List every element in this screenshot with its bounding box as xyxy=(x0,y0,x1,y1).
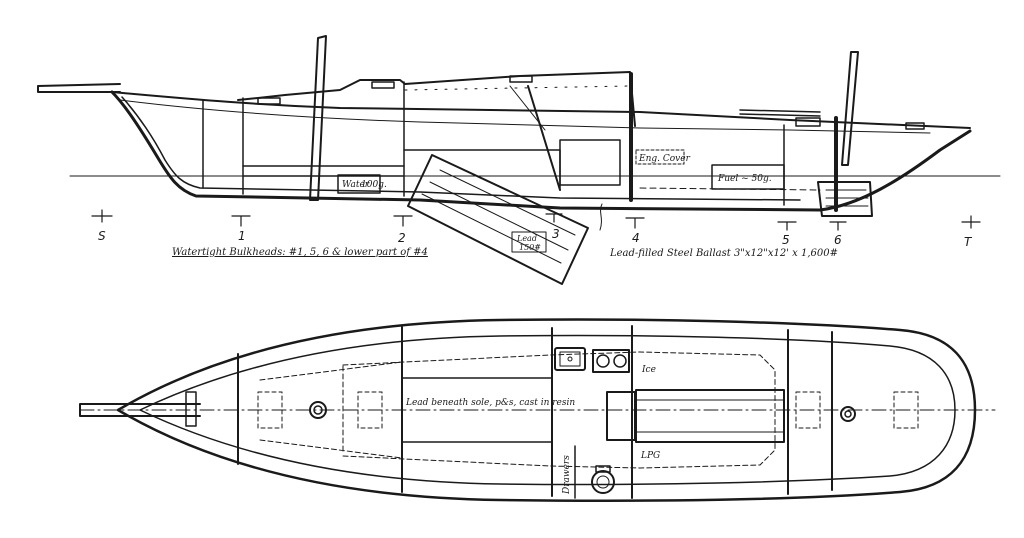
station-labels: S 1 2 3 4 5 6 T xyxy=(98,227,973,249)
boomkin xyxy=(37,83,121,93)
sheer-line xyxy=(111,91,971,129)
svg-text:3: 3 xyxy=(552,227,560,241)
svg-text:5: 5 xyxy=(782,233,790,247)
svg-text:150#: 150# xyxy=(519,243,541,252)
toilet xyxy=(591,465,615,494)
station-markers xyxy=(91,209,981,231)
bulkhead-note: Watertight Bulkheads: #1, 5, 6 & lower p… xyxy=(172,247,428,258)
svg-text:Lead: Lead xyxy=(516,234,537,243)
mizzen-mast xyxy=(841,51,859,166)
svg-text:T: T xyxy=(964,235,973,249)
svg-text:S: S xyxy=(98,229,106,243)
svg-text:Eng. Cover: Eng. Cover xyxy=(638,154,691,164)
ice-box-label: Ice xyxy=(641,365,656,375)
lead-ballast-section: Lead 150# xyxy=(407,154,589,285)
svg-text:6: 6 xyxy=(834,233,842,247)
water-tank: Water 100g. xyxy=(337,174,387,194)
hull-profile xyxy=(110,90,972,212)
hatches xyxy=(257,391,919,429)
galley-sink xyxy=(554,347,586,371)
engine-cover: Eng. Cover xyxy=(635,149,691,165)
svg-text:Fuel ~ 50g.: Fuel ~ 50g. xyxy=(717,174,772,184)
rudder xyxy=(817,181,873,217)
svg-text:4: 4 xyxy=(632,231,640,245)
bulkheads xyxy=(202,72,838,212)
bowsprit-plan xyxy=(79,403,201,417)
mast-steps-plan xyxy=(309,401,856,422)
main-mast xyxy=(309,35,327,201)
galley-stove xyxy=(592,349,630,373)
svg-text:1: 1 xyxy=(238,229,246,243)
lpg-label: LPG xyxy=(640,451,660,461)
svg-text:2: 2 xyxy=(398,231,406,245)
deck-plan-view: Lead beneath sole, p&s, cast in resin Ic… xyxy=(79,318,996,502)
profile-view: Water 100g. Lead 150# Eng. Cover Fuel ~ … xyxy=(37,35,1001,285)
ballast-note: Lead-filled Steel Ballast 3"x12"x12' x 1… xyxy=(609,248,838,259)
cabin-trunk xyxy=(237,71,636,127)
lead-strip xyxy=(401,377,553,443)
svg-text:Water: Water xyxy=(342,180,370,190)
lead-note: Lead beneath sole, p&s, cast in resin xyxy=(405,398,575,408)
svg-text:100g.: 100g. xyxy=(361,180,387,190)
drawers-label: Drawers xyxy=(562,455,572,495)
fuel-tank: Fuel ~ 50g. xyxy=(711,164,785,190)
